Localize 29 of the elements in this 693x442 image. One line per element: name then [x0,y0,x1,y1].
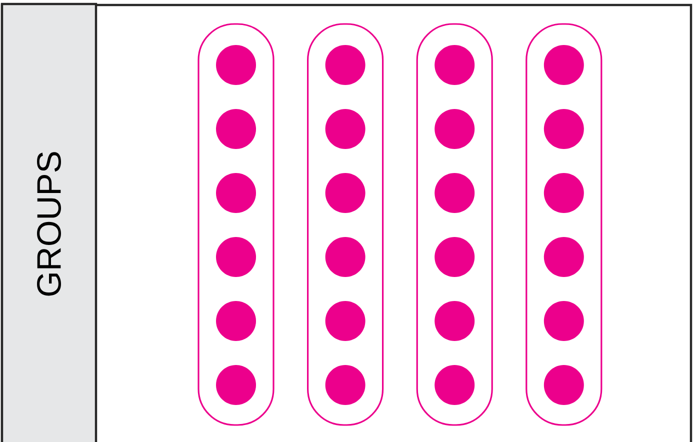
dot [216,301,256,341]
dot [216,109,256,149]
dot [325,365,366,405]
dot [434,301,475,341]
dot [216,365,256,405]
dot [325,109,366,149]
dot [216,173,256,213]
dot [544,109,584,149]
dot [544,173,584,213]
dot [544,237,584,277]
dot [216,45,256,85]
side-band: GROUPS [0,2,98,442]
group-capsule [526,23,602,426]
dot [434,109,475,149]
group-capsule [198,23,274,426]
dot [434,173,475,213]
dot [325,301,366,341]
group-capsule [307,23,384,426]
dot [544,45,584,85]
dot [325,45,366,85]
dot [325,173,366,213]
group-capsule [416,23,493,426]
dot [434,365,475,405]
dot [434,237,475,277]
dot [434,45,475,85]
dot [325,237,366,277]
dot [544,365,584,405]
dot [216,237,256,277]
dot [544,301,584,341]
